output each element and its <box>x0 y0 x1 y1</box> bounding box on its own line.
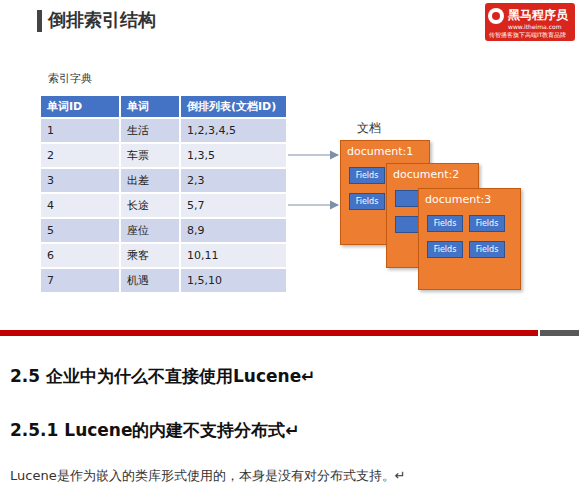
table-cell: 4 <box>40 193 120 218</box>
document-card: document:3FieldsFieldsFieldsFields <box>418 188 521 290</box>
table-cell: 5 <box>40 218 120 243</box>
field-label: Fields <box>476 245 499 255</box>
table-cell: 生活 <box>120 118 180 143</box>
table-cell: 2 <box>40 143 120 168</box>
table-cell: 座位 <box>120 218 180 243</box>
table-cell: 10,11 <box>180 243 287 268</box>
logo-icon-inner <box>492 12 500 20</box>
table-cell: 2,3 <box>180 168 287 193</box>
table-cell: 7 <box>40 268 120 293</box>
field-box: Fields <box>469 215 505 232</box>
field-box: Fields <box>427 241 463 258</box>
leader-arrow <box>288 154 338 155</box>
rule-red <box>0 330 538 336</box>
table-cell: 3 <box>40 168 120 193</box>
field-box: Fields <box>469 241 505 258</box>
field-box: Fields <box>349 193 385 210</box>
group-label: 文档 <box>357 121 381 135</box>
table-cell: 1,5,10 <box>180 268 287 293</box>
table-cell: 车票 <box>120 143 180 168</box>
document-title: document:2 <box>387 164 478 181</box>
table-cell: 8,9 <box>180 218 287 243</box>
field-label: Fields <box>434 245 457 255</box>
field-label: Fields <box>356 171 379 181</box>
table-cell: 6 <box>40 243 120 268</box>
document-title: document:3 <box>419 189 520 206</box>
table-header-cell: 单词 <box>120 95 180 118</box>
table-cell: 1 <box>40 118 120 143</box>
document-title: document:1 <box>341 141 429 158</box>
table-header-cell: 单词ID <box>40 95 120 118</box>
logo-text: 黑马程序员 <box>508 8 568 22</box>
table-cell: 乘客 <box>120 243 180 268</box>
subsection-heading: 2.5.1 Lucene的内建不支持分布式↵ <box>10 420 300 440</box>
table-cell: 机遇 <box>120 268 180 293</box>
field-box: Fields <box>427 215 463 232</box>
table-cell: 出差 <box>120 168 180 193</box>
table-cell: 长途 <box>120 193 180 218</box>
logo-tagline: 传智播客旗下高端IT教育品牌 <box>489 31 566 38</box>
field-label: Fields <box>356 197 379 207</box>
rule-grey <box>540 330 579 336</box>
table-cell: 1,3,5 <box>180 143 287 168</box>
leader-arrow <box>288 204 338 205</box>
body-text: Lucene是作为嵌入的类库形式使用的，本身是没有对分布式支持。↵ <box>10 468 406 484</box>
table-cell: 1,2,3,4,5 <box>180 118 287 143</box>
logo-box <box>485 3 575 41</box>
table-header-cell: 倒排列表(文档ID) <box>180 95 287 118</box>
table-caption: 索引字典 <box>48 72 92 85</box>
logo-icon <box>488 8 504 24</box>
section-heading: 2.5 企业中为什么不直接使用Lucene↵ <box>10 366 315 386</box>
field-label: Fields <box>434 219 457 229</box>
slide-title: 倒排索引结构 <box>48 9 156 31</box>
title-bar <box>37 10 42 32</box>
logo-url: www.itheima.com <box>508 23 562 30</box>
field-box: Fields <box>349 167 385 184</box>
table-cell: 5,7 <box>180 193 287 218</box>
field-label: Fields <box>476 219 499 229</box>
